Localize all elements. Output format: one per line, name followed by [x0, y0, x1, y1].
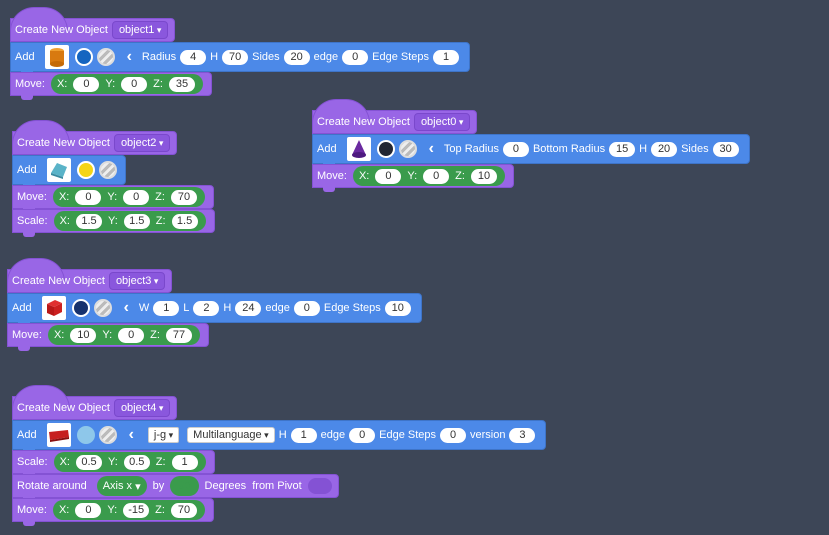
- move-y-input[interactable]: 0: [118, 327, 145, 343]
- text-shape-icon[interactable]: [46, 423, 71, 447]
- move-block[interactable]: Move: X:0 Y:0 Z:10: [312, 164, 514, 192]
- move-z-input[interactable]: 70: [170, 502, 197, 518]
- edge-input[interactable]: 0: [293, 300, 320, 316]
- edge-steps-input[interactable]: 0: [440, 427, 467, 443]
- box-shape-icon[interactable]: [41, 296, 66, 320]
- rotate-block[interactable]: Rotate around Axis x ▾ by 90 Degrees fro…: [12, 474, 339, 502]
- object1-name-dropdown[interactable]: object1: [111, 21, 169, 39]
- height-input[interactable]: 1: [290, 427, 317, 443]
- bottom-radius-input[interactable]: 15: [609, 141, 636, 157]
- pivot-slot[interactable]: [307, 478, 332, 494]
- object0-stack: Create New Object object0 Add ‹ Top Radi…: [312, 99, 750, 192]
- move-y-input[interactable]: 0: [423, 168, 450, 184]
- scale-y-input[interactable]: 1.5: [123, 213, 150, 229]
- scale-y-input[interactable]: 0.5: [123, 454, 150, 470]
- move-y-input[interactable]: 0: [121, 76, 148, 92]
- collapse-chevron-icon[interactable]: ‹: [126, 48, 132, 65]
- collapse-chevron-icon[interactable]: ‹: [128, 426, 134, 443]
- add-shape-block[interactable]: Add: [12, 155, 126, 189]
- texture-swatch[interactable]: [398, 140, 417, 158]
- font-dropdown[interactable]: Multilanguage: [187, 427, 275, 443]
- scale-x-input[interactable]: 1.5: [75, 213, 102, 229]
- xyz-group: X:0.5 Y:0.5 Z:1: [53, 452, 206, 472]
- move-block[interactable]: Move: X:0 Y:-15 Z:70: [12, 498, 214, 526]
- move-z-input[interactable]: 10: [470, 168, 497, 184]
- scale-x-input[interactable]: 0.5: [75, 454, 102, 470]
- color-swatch[interactable]: [76, 161, 95, 179]
- scale-block[interactable]: Scale: X:0.5 Y:0.5 Z:1: [12, 450, 215, 478]
- move-z-input[interactable]: 70: [170, 189, 197, 205]
- height-input[interactable]: 20: [651, 141, 678, 157]
- move-x-input[interactable]: 0: [73, 76, 100, 92]
- color-swatch[interactable]: [76, 426, 95, 444]
- object3-name-dropdown[interactable]: object3: [108, 272, 166, 290]
- cone-shape-icon[interactable]: [346, 137, 371, 161]
- length-input[interactable]: 2: [193, 300, 220, 316]
- scale-z-input[interactable]: 1.5: [171, 213, 198, 229]
- sides-input[interactable]: 30: [712, 141, 739, 157]
- move-x-input[interactable]: 0: [75, 502, 102, 518]
- texture-swatch[interactable]: [98, 161, 117, 179]
- create-object0-block[interactable]: Create New Object object0: [312, 99, 478, 134]
- sides-input[interactable]: 20: [283, 49, 310, 65]
- move-block[interactable]: Move: X:0 Y:0 Z:35: [10, 72, 212, 100]
- scale-block[interactable]: Scale: X:1.5 Y:1.5 Z:1.5: [12, 209, 215, 237]
- texture-swatch[interactable]: [96, 48, 115, 66]
- collapse-chevron-icon[interactable]: ‹: [428, 140, 434, 157]
- texture-swatch[interactable]: [98, 426, 117, 444]
- cylinder-shape-icon[interactable]: [44, 45, 69, 69]
- create-object4-block[interactable]: Create New Object object4: [12, 385, 178, 420]
- move-x-input[interactable]: 0: [75, 189, 102, 205]
- color-swatch[interactable]: [74, 48, 93, 66]
- object2-stack: Create New Object object2 Add Move: X:0 …: [12, 120, 215, 237]
- xyz-group: X:0 Y:0 Z:70: [52, 187, 205, 207]
- scale-z-input[interactable]: 1: [171, 454, 198, 470]
- top-radius-input[interactable]: 0: [502, 141, 529, 157]
- create-object3-block[interactable]: Create New Object object3: [6, 258, 173, 293]
- xyz-group: X:0 Y:0 Z:10: [352, 166, 505, 186]
- height-input[interactable]: 70: [222, 49, 249, 65]
- version-input[interactable]: 3: [509, 427, 536, 443]
- move-block[interactable]: Move: X:10 Y:0 Z:77: [7, 323, 209, 351]
- xyz-group: X:0 Y:-15 Z:70: [52, 500, 205, 520]
- texture-swatch[interactable]: [93, 299, 112, 317]
- object0-name-dropdown[interactable]: object0: [413, 113, 471, 131]
- color-swatch[interactable]: [376, 140, 395, 158]
- edge-steps-input[interactable]: 10: [384, 300, 411, 316]
- move-y-input[interactable]: -15: [123, 502, 150, 518]
- prism-shape-icon[interactable]: [46, 158, 71, 182]
- xyz-group: X:10 Y:0 Z:77: [47, 325, 200, 345]
- move-z-input[interactable]: 77: [165, 327, 192, 343]
- object3-stack: Create New Object object3 Add ‹ W1 L2 H2…: [6, 258, 422, 351]
- width-input[interactable]: 1: [153, 300, 180, 316]
- edge-input[interactable]: 0: [342, 49, 369, 65]
- move-y-input[interactable]: 0: [123, 189, 150, 205]
- move-x-input[interactable]: 0: [375, 168, 402, 184]
- object4-stack: Create New Object object4 Add ‹ j-g Mult…: [12, 385, 547, 526]
- collapse-chevron-icon[interactable]: ‹: [123, 299, 129, 316]
- move-z-input[interactable]: 35: [168, 76, 195, 92]
- text-input[interactable]: j-g: [147, 427, 180, 443]
- height-input[interactable]: 24: [235, 300, 262, 316]
- object1-stack: Create New Object object1 Add ‹ Radius4 …: [10, 7, 470, 100]
- xyz-group: X:1.5 Y:1.5 Z:1.5: [53, 211, 206, 231]
- edge-steps-input[interactable]: 1: [433, 49, 459, 65]
- color-swatch[interactable]: [71, 299, 90, 317]
- object2-name-dropdown[interactable]: object2: [113, 134, 171, 152]
- create-object2-block[interactable]: Create New Object object2: [12, 120, 178, 155]
- radius-input[interactable]: 4: [180, 49, 207, 65]
- xyz-group: X:0 Y:0 Z:35: [50, 74, 203, 94]
- edge-input[interactable]: 0: [349, 427, 376, 443]
- axis-dropdown[interactable]: Axis x ▾: [96, 476, 147, 496]
- move-block[interactable]: Move: X:0 Y:0 Z:70: [12, 185, 214, 213]
- degrees-input[interactable]: 90: [170, 476, 199, 496]
- create-object1-block[interactable]: Create New Object object1: [10, 7, 176, 42]
- object4-name-dropdown[interactable]: object4: [113, 399, 171, 417]
- move-x-input[interactable]: 10: [70, 327, 97, 343]
